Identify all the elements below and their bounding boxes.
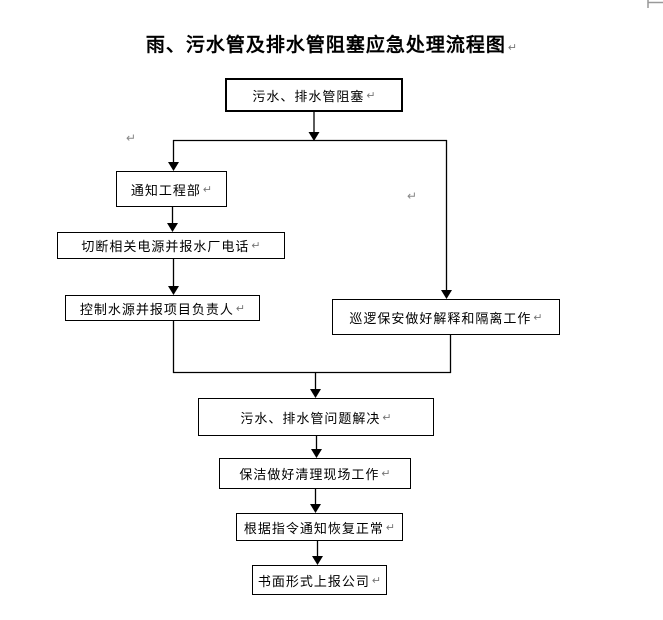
flow-node-notify-engineering: 通知工程部↵ [116,171,227,207]
arrow-branch-to-notify [168,140,179,171]
node-label: 通知工程部 [130,182,201,198]
flow-node-blockage-start: 污水、排水管阻塞↵ [225,78,403,112]
paragraph-mark-icon: ↵ [366,89,376,102]
node-label: 切断相关电源并报水厂电话 [81,239,250,254]
node-label: 污水、排水管问题解决 [240,410,381,426]
paragraph-mark-icon: ↵ [533,311,543,324]
arrow-notify-to-cutpower [167,207,178,232]
arrow-cleaning-to-restore [310,489,321,513]
page-title-text: 雨、污水管及排水管阻塞应急处理流程图 [145,35,506,56]
flow-node-written-report: 书面形式上报公司↵ [252,565,387,595]
paragraph-mark-icon: ↵ [381,468,391,480]
flow-node-control-water-report-manager: 控制水源并报项目负责人↵ [65,295,260,321]
paragraph-mark-icon: ↵ [235,302,246,315]
paragraph-mark-icon: ↵ [251,240,261,252]
node-label: 根据指令通知恢复正常 [243,520,384,536]
arrow-start-to-branch [308,112,320,141]
text-boundary-corner-mark [647,0,663,8]
paragraph-mark-icon: ↵ [507,42,518,54]
arrow-restore-to-report [312,541,323,565]
flow-node-problem-solved: 污水、排水管问题解决↵ [198,398,434,436]
arrow-branch-to-security [441,140,452,299]
flow-node-security-explain-isolate: 巡逻保安做好解释和隔离工作↵ [332,299,560,335]
node-label: 巡逻保安做好解释和隔离工作 [349,310,532,326]
flow-node-cut-power-call-waterworks: 切断相关电源并报水厂电话↵ [57,232,285,259]
paragraph-mark-icon: ↵ [382,411,392,424]
paragraph-mark-icon: ↵ [371,574,382,587]
node-label: 污水、排水管阻塞 [252,88,365,104]
arrow-solved-to-cleaning [311,436,322,458]
page-title: 雨、污水管及排水管阻塞应急处理流程图↵ [0,30,663,57]
flow-node-restore-normal: 根据指令通知恢复正常↵ [236,513,403,541]
paragraph-mark-icon: ↵ [407,189,418,203]
arrow-merge-to-solved [310,373,321,398]
flow-node-cleaning-site: 保洁做好清理现场工作↵ [219,458,411,489]
arrow-cutpower-to-control [168,259,179,295]
node-label: 控制水源并报项目负责人 [79,301,234,317]
node-label: 书面形式上报公司 [257,573,370,589]
paragraph-mark-icon: ↵ [385,521,396,534]
paragraph-mark-icon: ↵ [126,131,137,145]
node-label: 保洁做好清理现场工作 [239,467,380,482]
paragraph-mark-icon: ↵ [202,183,213,196]
